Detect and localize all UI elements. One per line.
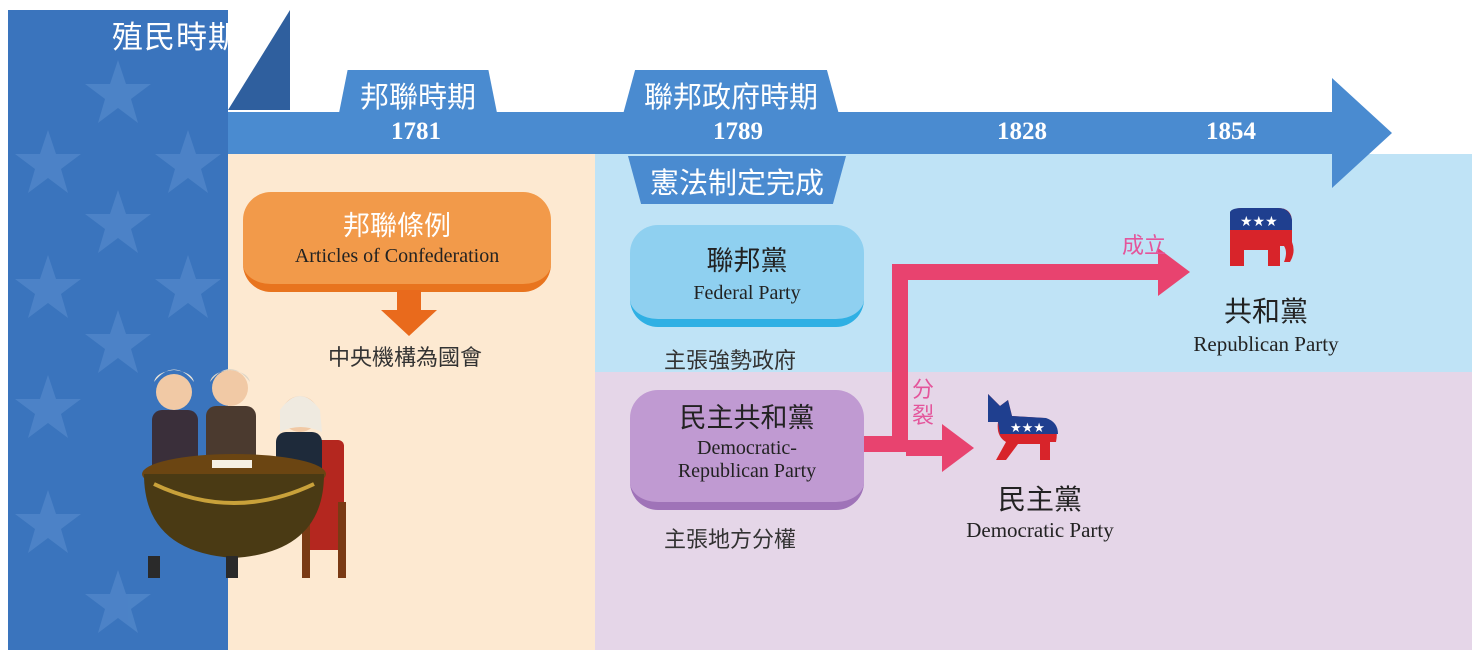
democratic-party-zh: 民主黨: [997, 483, 1082, 516]
star-pattern: [15, 60, 221, 633]
federal-party-en: Federal Party: [693, 282, 801, 304]
tab-confederation-period: 邦聯時期: [338, 70, 499, 118]
democratic-republican-party-box: 民主共和黨 Democratic- Republican Party: [630, 390, 864, 510]
democratic-republican-en-1: Democratic-: [697, 437, 797, 459]
elephant-icon: ★★★: [1230, 208, 1294, 266]
democratic-republican-en-2: Republican Party: [677, 460, 817, 482]
founding-fathers-illustration: [142, 369, 346, 578]
articles-title-zh: 邦聯條例: [343, 211, 451, 242]
founded-label: 成立: [1122, 234, 1167, 259]
year-1854: 1854: [1206, 118, 1256, 145]
colonial-period-title: 殖民時期: [112, 20, 240, 56]
svg-text:★★★: ★★★: [1240, 214, 1278, 230]
republican-party-zh: 共和黨: [1223, 295, 1308, 328]
federal-party-note: 主張強勢政府: [664, 349, 797, 374]
constitution-label: 憲法制定完成: [628, 156, 847, 204]
down-arrow: [381, 290, 437, 336]
year-1828: 1828: [997, 118, 1047, 145]
federal-party-box: 聯邦黨 Federal Party: [630, 225, 864, 327]
federal-party-zh: 聯邦黨: [706, 246, 788, 277]
year-1789: 1789: [713, 118, 763, 145]
timeline-arrow: [228, 10, 1392, 188]
colonial-period-panel: [8, 10, 228, 650]
republican-party-en: Republican Party: [1193, 332, 1339, 356]
split-label-2: 裂: [912, 404, 935, 429]
articles-note: 中央機構為國會: [328, 346, 483, 371]
year-1781: 1781: [391, 118, 441, 145]
democratic-republican-note: 主張地方分權: [664, 528, 797, 553]
democratic-republican-zh: 民主共和黨: [679, 403, 815, 434]
donkey-icon: ★★★: [988, 394, 1058, 460]
articles-title-en: Articles of Confederation: [294, 245, 500, 267]
svg-text:★★★: ★★★: [1010, 421, 1045, 436]
articles-of-confederation-box: 邦聯條例 Articles of Confederation: [243, 192, 551, 292]
tab-federal-period: 聯邦政府時期: [622, 70, 841, 118]
split-label-1: 分: [912, 378, 935, 403]
democratic-party-en: Democratic Party: [966, 518, 1114, 542]
